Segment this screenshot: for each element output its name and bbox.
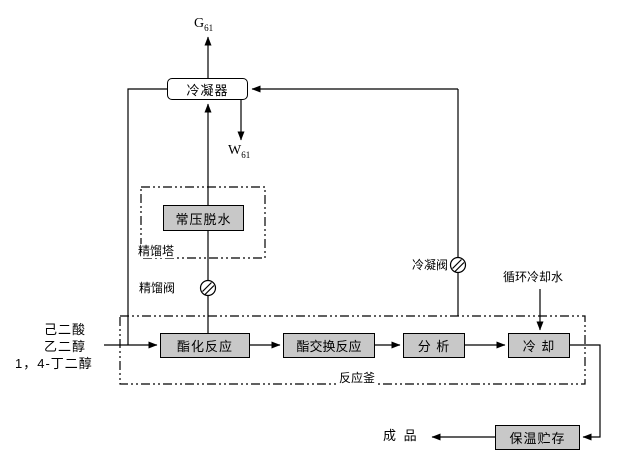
condensation-valve-label: 冷凝阀 [412,258,449,272]
distillation-tower-boundary [140,186,266,259]
insulated-storage-box: 保温贮存 [495,425,580,450]
water-stream-label: W61 [228,143,250,160]
atmospheric-dehydration-box: 常压脱水 [163,205,244,231]
cooling-water-label: 循环冷却水 [503,270,564,284]
product-label: 成 品 [383,428,419,443]
gas-stream-label: G61 [194,16,213,33]
cooling-box: 冷 却 [508,333,570,358]
esterification-box: 酯化反应 [160,333,250,358]
gas-stream-symbol: G [194,16,205,31]
feed-material-ethylene-glycol: 乙二醇 [44,339,87,354]
distillation-valve-icon [199,279,217,297]
pipe-reflux-return [127,88,167,345]
water-stream-symbol: W [228,143,242,158]
pipe-cooling-to-storage [570,344,601,441]
condenser-box: 冷凝器 [167,78,248,100]
feed-material-adipic-acid: 己二酸 [44,322,87,337]
distillation-tower-label: 精馏塔 [135,244,178,258]
condensation-valve-icon [449,256,467,274]
transesterification-box: 酯交换反应 [283,333,375,358]
gas-stream-subscript: 61 [204,22,214,33]
analysis-box: 分 析 [403,333,465,358]
feed-material-butanediol: 1，4-丁二醇 [15,356,93,371]
distillation-valve-label: 精馏阀 [139,281,176,295]
reaction-kettle-label: 反应釜 [336,371,379,385]
water-stream-subscript: 61 [241,149,251,160]
